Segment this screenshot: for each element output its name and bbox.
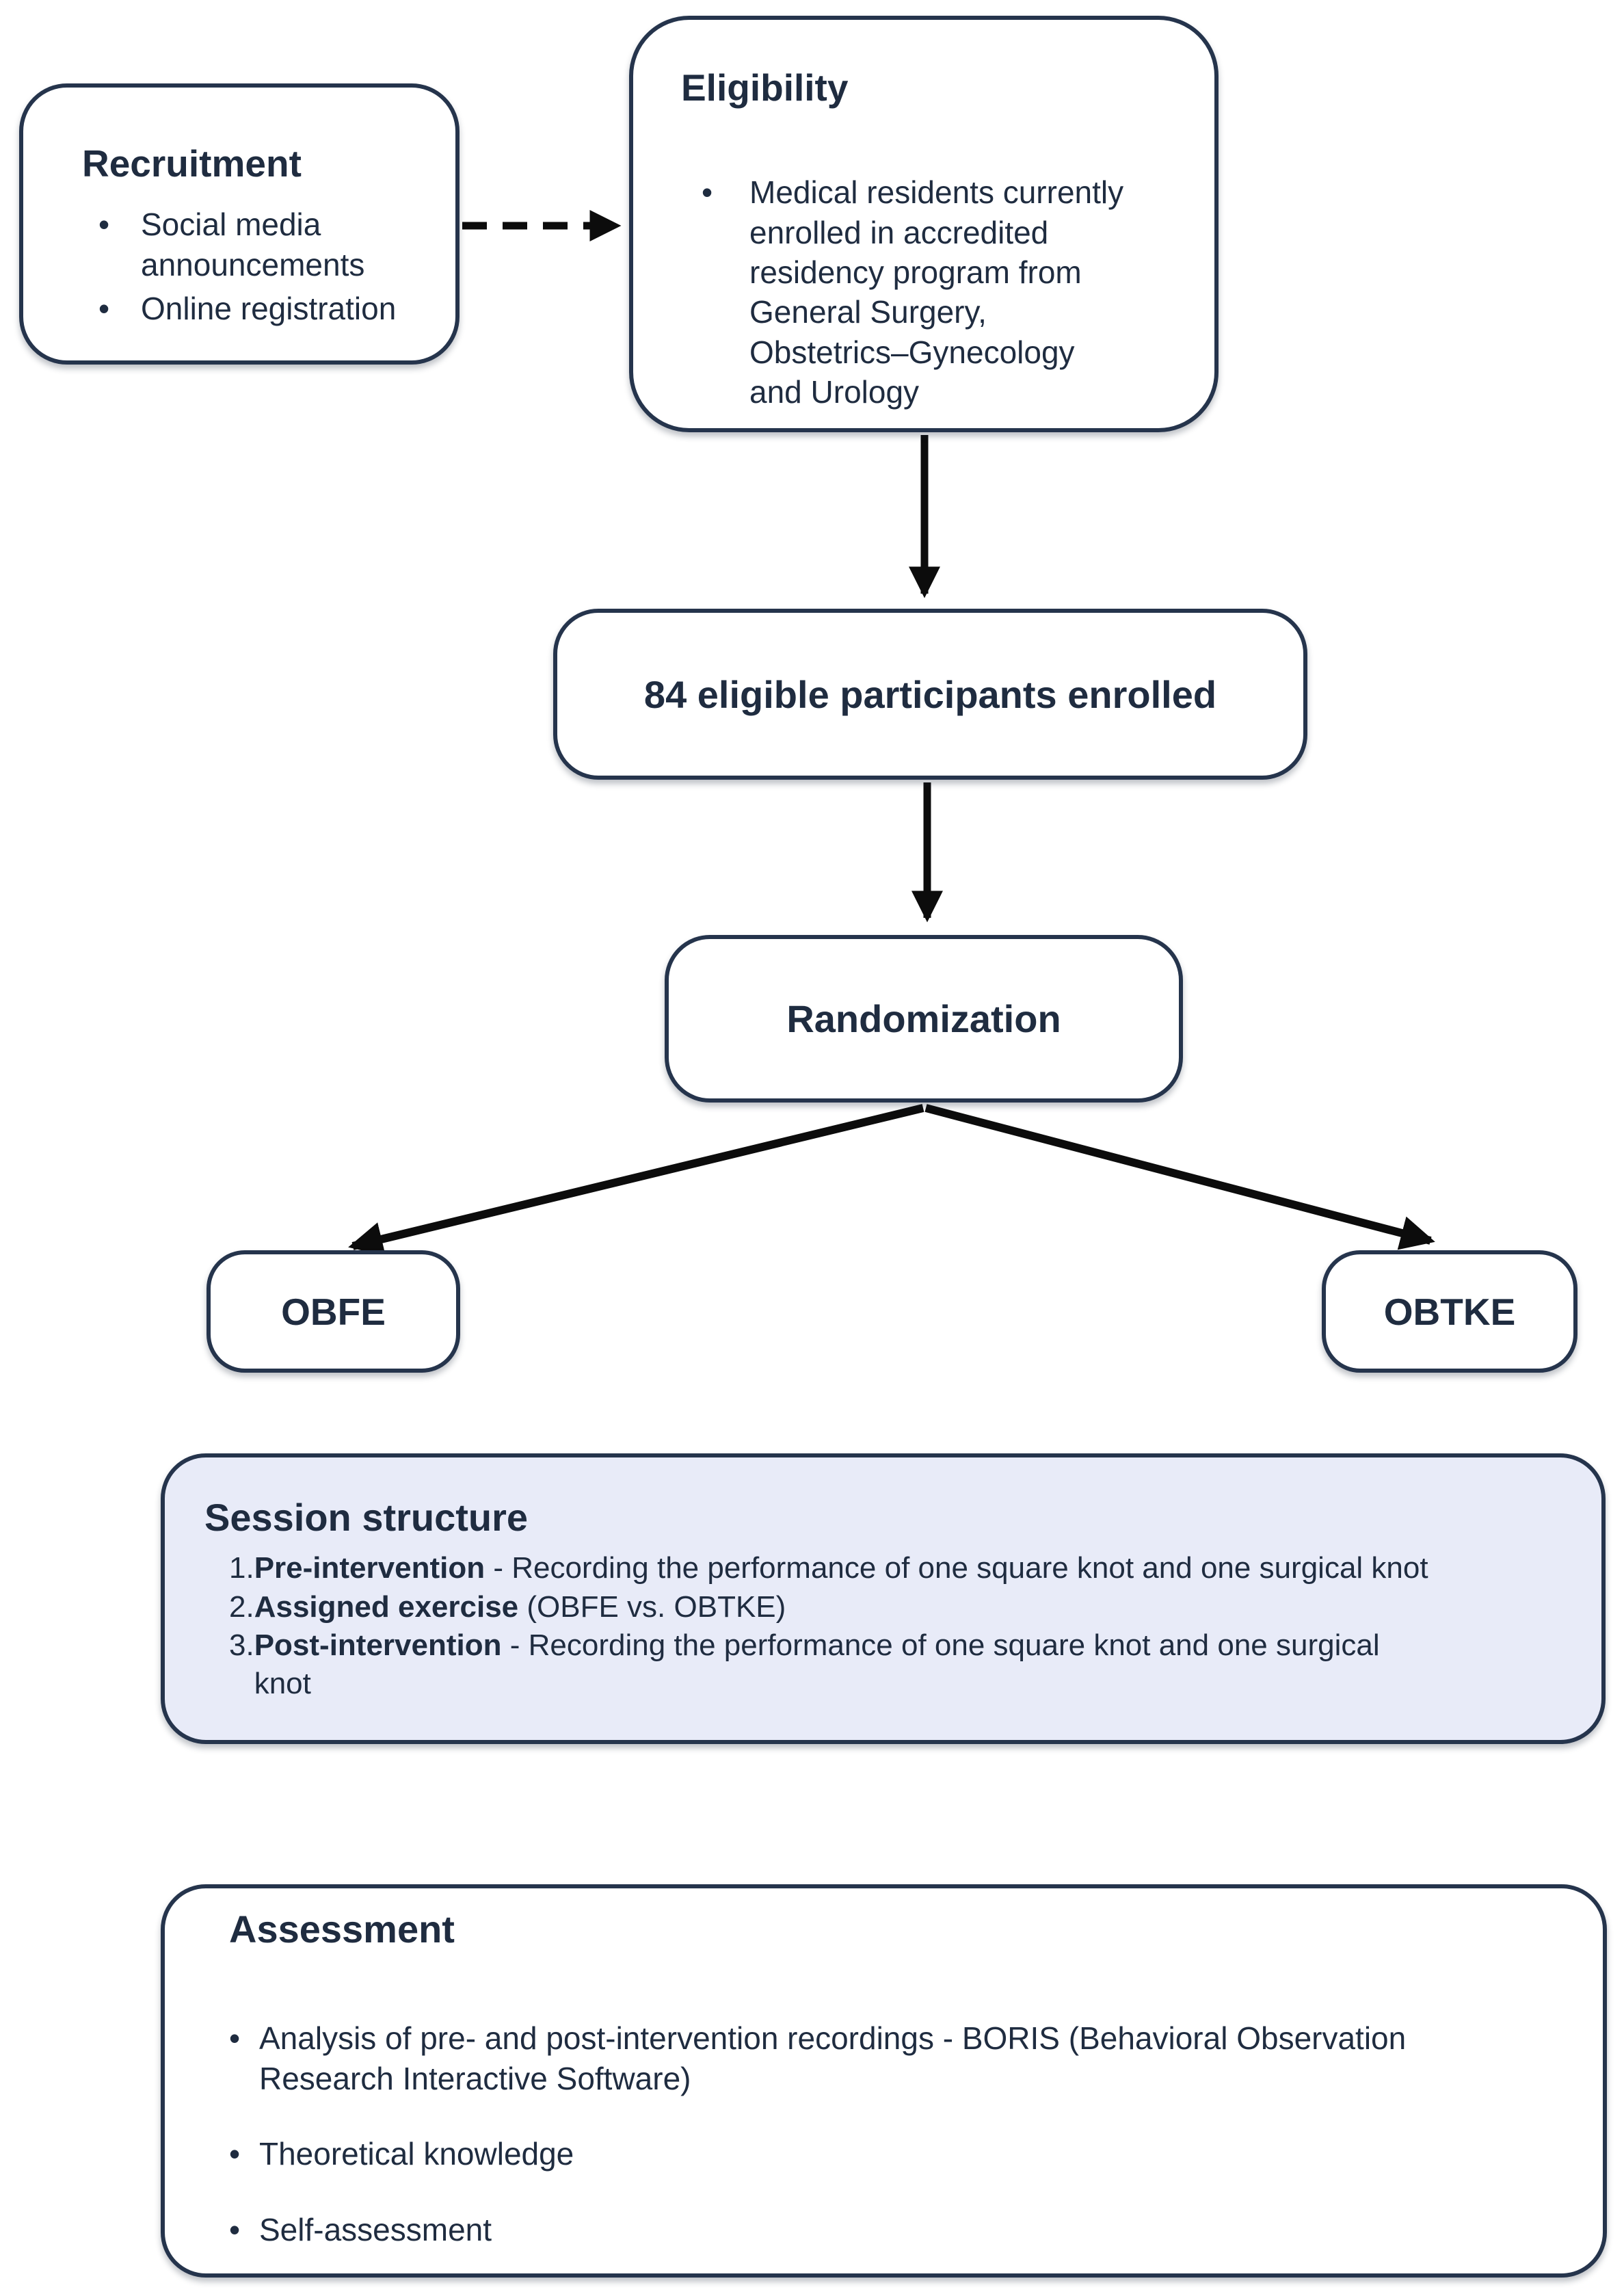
assessment-box: Assessment • Analysis of pre- and post-i…: [161, 1884, 1607, 2278]
eligibility-title: Eligibility: [681, 66, 849, 109]
bullet-icon: •: [702, 174, 713, 211]
assessment-bullet-text: Theoretical knowledge: [259, 2136, 574, 2172]
list-number: 3.: [229, 1628, 254, 1663]
eligibility-box: Eligibility • Medical residents currentl…: [629, 16, 1219, 432]
session-item-text: Post-intervention - Recording the perfor…: [254, 1626, 1574, 1704]
bullet-icon: •: [98, 291, 110, 327]
recruitment-bullet-text: Social media announcements: [141, 207, 365, 282]
list-item: 1. Pre-intervention - Recording the perf…: [229, 1549, 1574, 1587]
recruitment-title: Recruitment: [82, 142, 302, 185]
session-item-rest: - Recording the performance of one squar…: [485, 1551, 1428, 1585]
obfe-label: OBFE: [281, 1290, 386, 1333]
assessment-title: Assessment: [229, 1908, 455, 1951]
list-item: • Self-assessment: [229, 2210, 1575, 2249]
obfe-box: OBFE: [207, 1250, 460, 1373]
obtke-label: OBTKE: [1383, 1290, 1516, 1333]
randomization-box: Randomization: [665, 935, 1183, 1103]
bullet-icon: •: [229, 2020, 241, 2057]
list-item: • Theoretical knowledge: [229, 2134, 1575, 2174]
assessment-bullet-text: Self-assessment: [259, 2211, 492, 2247]
bullet-icon: •: [229, 2211, 241, 2247]
session-item-text: Pre-intervention - Recording the perform…: [254, 1549, 1574, 1587]
session-structure-title: Session structure: [204, 1496, 529, 1539]
list-number: 2.: [229, 1589, 254, 1624]
list-item: • Social media announcements: [82, 204, 435, 285]
randomization-label: Randomization: [786, 997, 1061, 1040]
list-number: 1.: [229, 1551, 254, 1585]
session-item-rest: (OBFE vs. OBTKE): [518, 1589, 786, 1624]
obtke-box: OBTKE: [1322, 1250, 1578, 1373]
session-item-text: Assigned exercise (OBFE vs. OBTKE): [254, 1588, 1574, 1626]
arrow-randomization-to-obtke: [924, 1104, 1435, 1250]
list-item: 3. Post-intervention - Recording the per…: [229, 1626, 1574, 1704]
recruitment-bullet-text: Online registration: [141, 291, 397, 327]
enrolled-label: 84 eligible participants enrolled: [643, 672, 1217, 716]
recruitment-bullet-list: • Social media announcements • Online re…: [82, 204, 435, 328]
recruitment-box: Recruitment • Social media announcements…: [19, 83, 460, 365]
session-structure-box: Session structure 1. Pre-intervention - …: [161, 1453, 1606, 1744]
session-structure-list: 1. Pre-intervention - Recording the perf…: [204, 1549, 1574, 1703]
list-item: 2. Assigned exercise (OBFE vs. OBTKE): [229, 1588, 1574, 1626]
assessment-bullet-text: Analysis of pre- and post-intervention r…: [259, 2020, 1407, 2096]
eligibility-bullet-list: • Medical residents currently enrolled i…: [681, 172, 1187, 412]
session-item-lead: Assigned exercise: [254, 1589, 519, 1624]
session-item-lead: Pre-intervention: [254, 1551, 485, 1585]
list-item: • Online registration: [82, 289, 435, 328]
list-item: • Medical residents currently enrolled i…: [681, 172, 1187, 412]
arrow-randomization-to-obfe: [348, 1104, 924, 1256]
bullet-icon: •: [229, 2136, 241, 2172]
assessment-bullet-list: • Analysis of pre- and post-intervention…: [229, 2018, 1575, 2249]
session-item-rest: - Recording the performance of one squar…: [254, 1628, 1380, 1701]
list-item: • Analysis of pre- and post-intervention…: [229, 2018, 1575, 2098]
enrolled-box: 84 eligible participants enrolled: [553, 609, 1307, 780]
bullet-icon: •: [98, 207, 110, 243]
session-item-lead: Post-intervention: [254, 1628, 502, 1663]
eligibility-bullet-text: Medical residents currently enrolled in …: [749, 174, 1124, 410]
